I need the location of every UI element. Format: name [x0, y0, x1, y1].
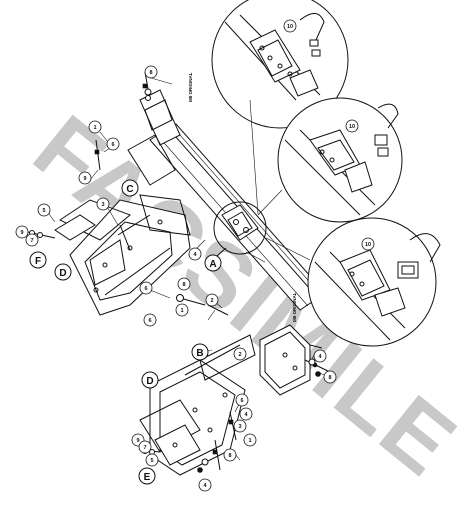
letter-d-upper: D [54, 263, 72, 281]
detail-connector-3 [249, 99, 259, 215]
callout-3: 3 [96, 197, 110, 211]
washer-stack-bottom [197, 458, 209, 473]
svg-text:2: 2 [210, 298, 213, 304]
svg-text:1: 1 [248, 438, 251, 444]
svg-text:8: 8 [149, 70, 152, 76]
svg-text:4: 4 [244, 412, 248, 418]
callout-8: 8 [144, 65, 158, 79]
callout-8c: 8 [323, 370, 337, 384]
svg-text:10: 10 [365, 242, 371, 248]
svg-text:6: 6 [111, 142, 114, 148]
letter-c: C [121, 179, 139, 197]
svg-text:4: 4 [318, 354, 322, 360]
callout-2b: 2 [233, 347, 247, 361]
callout-5b: 5 [145, 453, 159, 467]
svg-text:4: 4 [193, 252, 197, 258]
svg-text:7: 7 [30, 238, 33, 244]
svg-text:6: 6 [148, 318, 151, 324]
svg-text:4: 4 [203, 483, 207, 489]
callout-10a: 10 [283, 19, 297, 33]
svg-text:D: D [59, 268, 66, 279]
svg-text:9: 9 [20, 230, 23, 236]
callout-1: 1 [88, 120, 102, 134]
svg-text:A: A [209, 259, 216, 270]
letter-a: A [204, 254, 222, 272]
svg-text:3: 3 [101, 202, 104, 208]
svg-text:7: 7 [143, 445, 146, 451]
svg-text:10: 10 [287, 24, 293, 30]
mark-original-top: M8 ORIGINAL [188, 72, 193, 102]
washer-stack-top [144, 88, 152, 101]
callout-4d: 4 [198, 478, 212, 492]
svg-text:9: 9 [83, 176, 86, 182]
callout-6d: 6 [235, 393, 249, 407]
callout-3b: 3 [233, 419, 247, 433]
svg-text:F: F [35, 256, 41, 267]
letter-callouts: A B C D D E F [29, 179, 222, 485]
svg-text:6: 6 [240, 398, 243, 404]
svg-text:C: C [126, 184, 133, 195]
callout-1b: 1 [175, 303, 189, 317]
callout-6b: 6 [139, 281, 153, 295]
callout-2: 2 [205, 293, 219, 307]
detail-view-3 [307, 217, 441, 347]
callout-10c: 10 [361, 237, 375, 251]
callout-7: 7 [25, 233, 39, 247]
svg-text:1: 1 [93, 125, 96, 131]
callout-8d: 8 [223, 448, 237, 462]
svg-text:9: 9 [136, 438, 139, 444]
callout-1c: 1 [243, 433, 257, 447]
top-bracket [127, 89, 181, 186]
svg-text:B: B [196, 348, 203, 359]
part-callouts: 8 1 6 9 3 5 9 7 4 6 8 6 1 2 4 8 2 4 3 6 … [15, 19, 375, 492]
callout-7b: 7 [138, 440, 152, 454]
callout-6c: 6 [143, 313, 157, 327]
svg-text:8: 8 [328, 375, 331, 381]
callout-9: 9 [78, 171, 92, 185]
mark-original-mid: M8 ORIGINAL [292, 292, 297, 322]
callout-5: 5 [37, 203, 51, 217]
callout-8b: 8 [177, 277, 191, 291]
callout-4c: 4 [239, 407, 253, 421]
center-attachment [209, 201, 267, 263]
detail-view-1 [211, 0, 349, 129]
svg-text:1: 1 [180, 308, 183, 314]
svg-text:D: D [146, 376, 153, 387]
left-bracket-assembly [54, 194, 191, 316]
svg-text:8: 8 [228, 453, 231, 459]
lower-bracket-assembly [139, 334, 256, 476]
svg-text:8: 8 [182, 282, 185, 288]
callout-9b: 9 [15, 225, 29, 239]
svg-text:6: 6 [144, 286, 147, 292]
detail-view-2 [277, 97, 403, 223]
svg-text:10: 10 [349, 124, 355, 130]
letter-d-lower: D [141, 371, 159, 389]
callout-4b: 4 [313, 349, 327, 363]
svg-text:E: E [144, 472, 151, 483]
detail-connector-1 [257, 189, 283, 216]
callout-4: 4 [188, 247, 202, 261]
washer-stack-right [308, 358, 321, 377]
original-markings: M8 ORIGINAL M8 ORIGINAL [188, 72, 297, 322]
svg-text:2: 2 [238, 352, 241, 358]
svg-text:3: 3 [238, 424, 241, 430]
detail-connector-2 [265, 237, 311, 261]
letter-e: E [138, 467, 156, 485]
callout-6: 6 [106, 137, 120, 151]
right-mount-plate [259, 324, 311, 396]
svg-text:5: 5 [150, 458, 153, 464]
svg-text:5: 5 [42, 208, 45, 214]
letter-f: F [29, 251, 47, 269]
letter-b: B [191, 343, 209, 361]
callout-10b: 10 [345, 119, 359, 133]
